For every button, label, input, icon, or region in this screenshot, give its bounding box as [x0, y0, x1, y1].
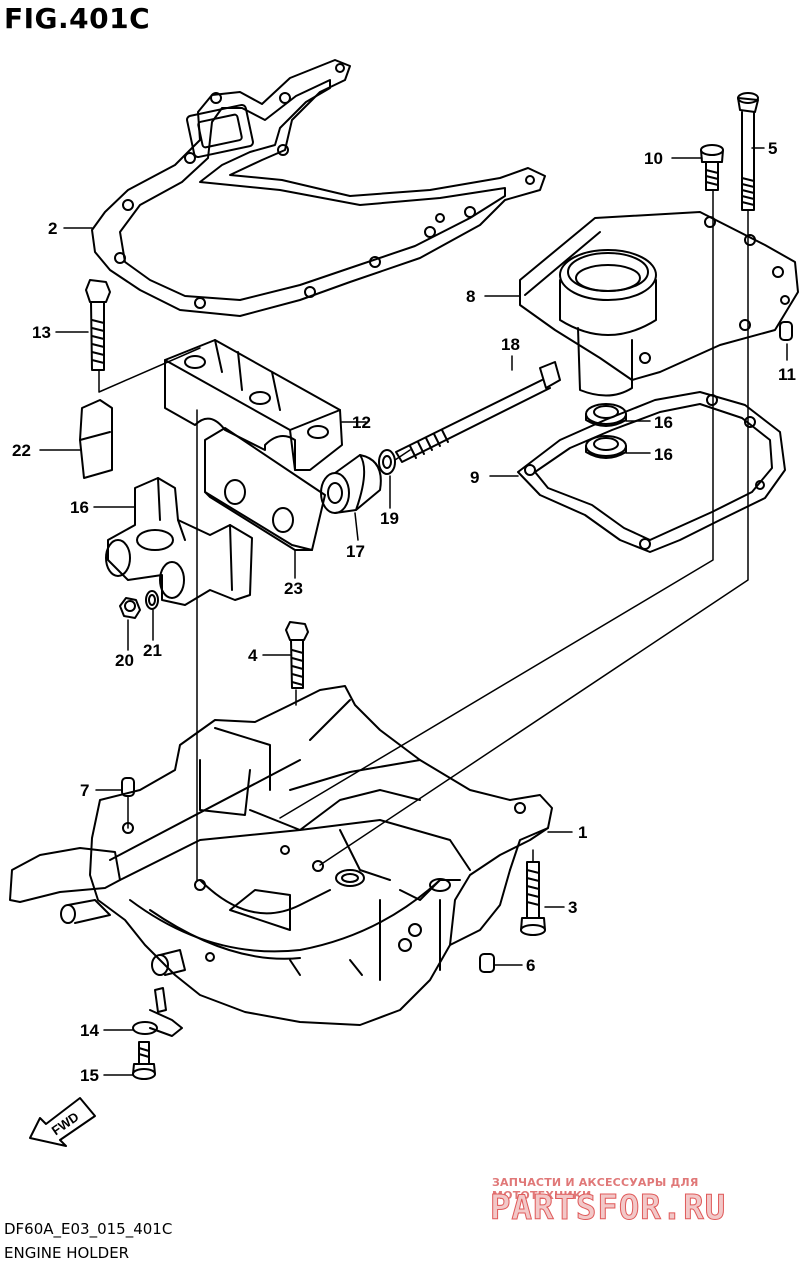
callout-6: 6	[526, 956, 535, 975]
callout-labels: 2 5 10 8 11 18 16 16 9 13 12 22 16 19 17…	[12, 139, 796, 1085]
callout-10: 10	[644, 149, 663, 168]
callout-7: 7	[80, 781, 89, 800]
callout-16-lower: 16	[654, 445, 673, 464]
callout-23: 22	[12, 441, 31, 460]
callout-8: 8	[466, 287, 475, 306]
bolt-part-5	[737, 92, 759, 211]
plate-part-8	[519, 211, 799, 397]
fwd-arrow-icon: FWD	[29, 1097, 96, 1147]
ring-part-16-upper	[585, 403, 627, 427]
callout-15: 15	[80, 1066, 99, 1085]
callout-17: 16	[70, 498, 89, 517]
pin-part-6	[479, 953, 495, 973]
mount-part-18	[320, 454, 382, 514]
callout-9: 9	[470, 468, 479, 487]
assembly-lines	[98, 189, 785, 881]
plate-part-24	[204, 427, 326, 551]
callout-1: 1	[578, 823, 587, 842]
clip-part-23	[79, 399, 113, 479]
fitting-part-14	[132, 987, 183, 1037]
callout-13: 13	[32, 323, 51, 342]
callout-24: 23	[284, 579, 303, 598]
callout-20: 19	[380, 509, 399, 528]
callout-22: 21	[143, 641, 162, 660]
callout-14: 14	[80, 1021, 99, 1040]
figure-title: FIG.401C	[4, 2, 151, 35]
pin-part-11	[779, 321, 793, 341]
callout-19: 18	[501, 335, 520, 354]
washer-part-22	[145, 590, 159, 610]
figure-code: DF60A_E03_015_401C	[4, 1220, 173, 1238]
leader-lines	[39, 147, 788, 1076]
washer-part-20	[378, 449, 396, 475]
stud-part-19	[395, 361, 561, 463]
nut-part-21	[119, 597, 141, 619]
ring-part-16-lower	[585, 435, 627, 459]
callout-3: 3	[568, 898, 577, 917]
engine-holder-part-1	[9, 685, 553, 1026]
bracket-part-17	[105, 477, 253, 606]
callout-21: 20	[115, 651, 134, 670]
bracket-part-12	[164, 339, 343, 471]
callout-11: 11	[778, 365, 796, 384]
gasket-part-9	[517, 391, 786, 553]
figure-name: ENGINE HOLDER	[4, 1244, 130, 1262]
gasket-part-2	[91, 59, 546, 317]
bolt-part-10	[700, 144, 724, 191]
watermark-tagline: ЗАПЧАСТИ И АКСЕССУАРЫ ДЛЯ МОТОТЕХНИКИ	[492, 1176, 699, 1202]
bolt-part-3	[520, 861, 546, 936]
bolt-part-13	[85, 279, 111, 371]
callout-4: 4	[248, 646, 258, 665]
callout-5: 5	[768, 139, 777, 158]
callout-16-upper: 16	[654, 413, 673, 432]
watermark-brand: PARTSFOR.RU	[489, 1188, 727, 1229]
callout-12: 12	[352, 413, 371, 432]
callout-18: 17	[346, 542, 365, 561]
bolt-part-15	[132, 1041, 156, 1080]
bolt-part-4	[285, 621, 309, 689]
callout-2: 2	[48, 219, 57, 238]
